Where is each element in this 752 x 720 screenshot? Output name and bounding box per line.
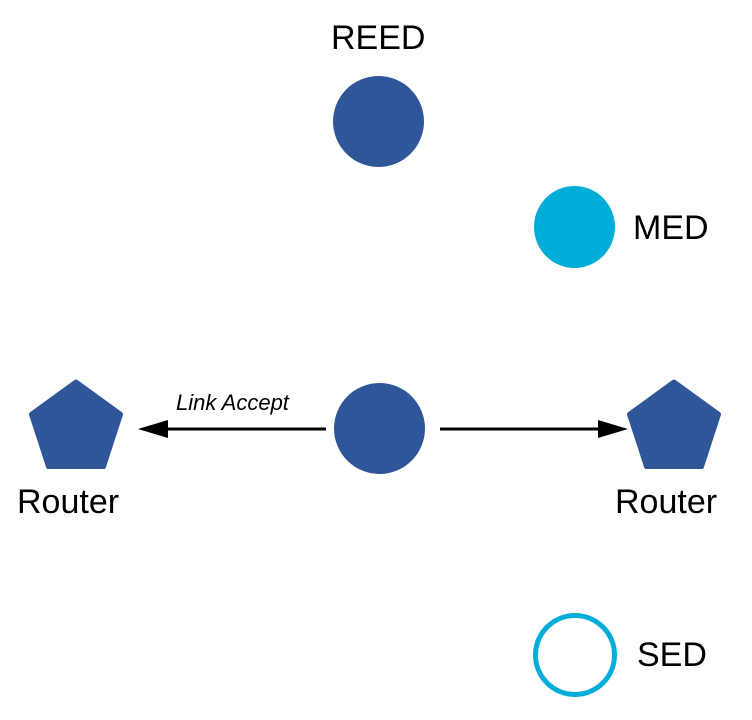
- router-right-node-shape[interactable]: [626, 379, 722, 469]
- reed-node-label: REED: [331, 19, 426, 57]
- router-left-node-label: Router: [17, 483, 120, 521]
- leader-node-shape[interactable]: [334, 383, 425, 474]
- pentagon-path: [627, 379, 721, 469]
- router-left-node-shape[interactable]: [28, 379, 124, 469]
- arrow-head-right-icon: [598, 420, 628, 438]
- link-accept-arrow[interactable]: [136, 418, 326, 440]
- reed-node-shape[interactable]: [333, 76, 424, 167]
- med-node-label: MED: [633, 209, 709, 247]
- pentagon-path: [29, 379, 123, 469]
- arrow-head-left-icon: [138, 420, 168, 438]
- link-accept-edge-label: Link Accept: [176, 390, 289, 415]
- med-node-shape[interactable]: [534, 186, 615, 268]
- router-right-node-label: Router: [615, 483, 718, 521]
- sed-node-label: SED: [637, 636, 707, 674]
- router-right-arrow[interactable]: [440, 418, 630, 440]
- sed-node-shape[interactable]: [533, 613, 617, 697]
